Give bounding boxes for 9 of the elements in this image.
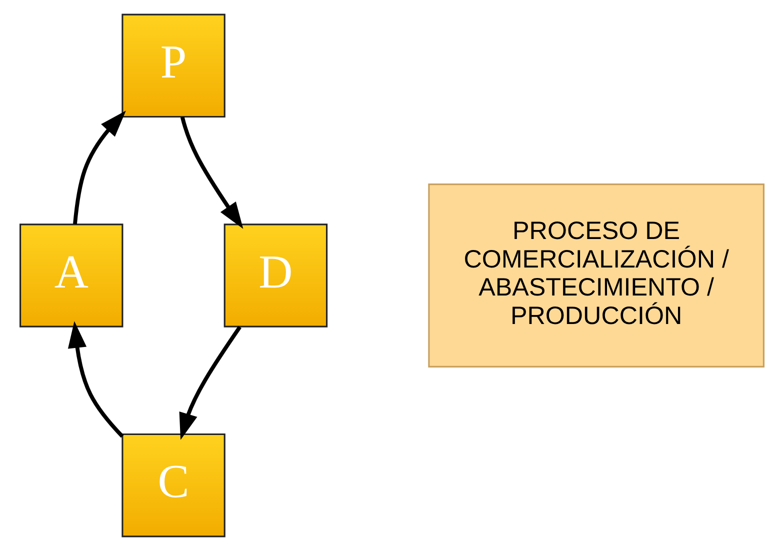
- node-box: C: [122, 433, 226, 538]
- arrow: [68, 321, 124, 438]
- arrow: [73, 110, 126, 224]
- node-box: D: [224, 224, 328, 328]
- arrow: [179, 326, 242, 440]
- node-box: A: [20, 224, 124, 328]
- node-box: P: [122, 14, 226, 118]
- arrow: [180, 116, 244, 229]
- node-box: PROCESO DE COMERCIALIZACIÓN / ABASTECIMIENTO / PRODUCCIÓN: [428, 184, 764, 368]
